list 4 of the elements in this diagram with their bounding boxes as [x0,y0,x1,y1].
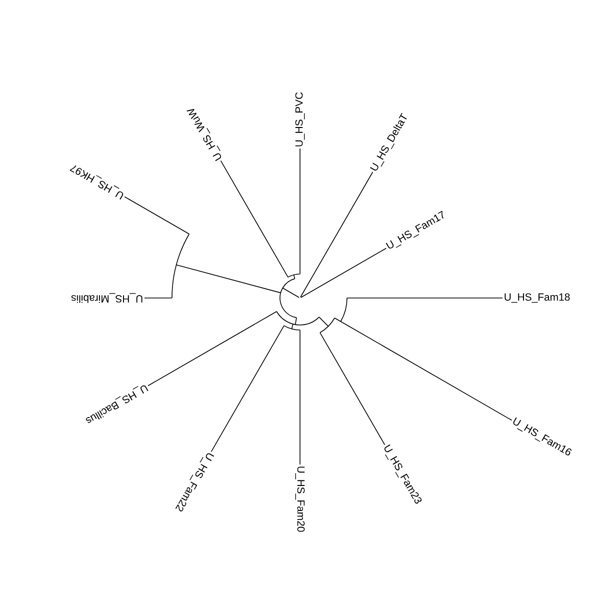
tip-label: U_HS_Mirabilis [71,293,142,303]
tip-label: U_HS_Fam20 [295,466,305,532]
tip-label: U_HS_Fam18 [504,293,570,303]
tip-label: U_HS_PVC [295,92,305,146]
